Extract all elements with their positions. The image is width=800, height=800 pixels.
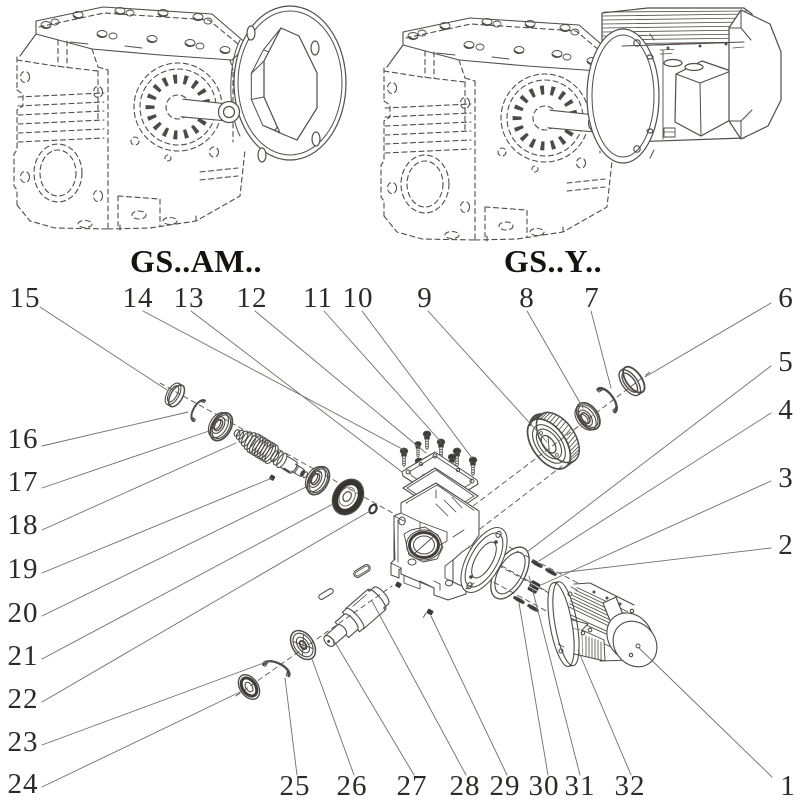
svg-text:13: 13	[174, 282, 205, 314]
svg-text:5: 5	[778, 346, 794, 378]
svg-text:3: 3	[778, 462, 794, 494]
svg-text:10: 10	[343, 282, 374, 314]
svg-text:8: 8	[519, 282, 535, 314]
svg-text:1: 1	[780, 770, 796, 800]
svg-text:12: 12	[237, 282, 268, 314]
svg-text:GS..AM..: GS..AM..	[130, 243, 262, 279]
svg-text:32: 32	[615, 770, 646, 800]
svg-text:14: 14	[123, 282, 154, 314]
svg-text:15: 15	[10, 282, 41, 314]
svg-text:20: 20	[8, 597, 39, 629]
svg-text:11: 11	[303, 282, 333, 314]
svg-text:29: 29	[490, 770, 521, 800]
svg-text:27: 27	[397, 770, 428, 800]
svg-text:17: 17	[8, 466, 39, 498]
svg-text:23: 23	[8, 726, 39, 758]
svg-text:16: 16	[8, 423, 39, 455]
svg-text:21: 21	[8, 640, 39, 672]
svg-text:22: 22	[8, 683, 39, 715]
svg-text:31: 31	[565, 770, 596, 800]
svg-text:2: 2	[778, 529, 794, 561]
svg-text:28: 28	[450, 770, 481, 800]
svg-text:GS..Y..: GS..Y..	[504, 243, 602, 279]
svg-text:7: 7	[584, 282, 600, 314]
svg-text:9: 9	[417, 282, 433, 314]
svg-text:18: 18	[8, 509, 39, 541]
svg-text:19: 19	[8, 553, 39, 585]
svg-text:6: 6	[778, 282, 794, 314]
svg-text:4: 4	[778, 394, 794, 426]
svg-text:26: 26	[337, 770, 368, 800]
svg-text:25: 25	[280, 770, 311, 800]
svg-text:30: 30	[529, 770, 560, 800]
svg-text:24: 24	[8, 768, 39, 800]
